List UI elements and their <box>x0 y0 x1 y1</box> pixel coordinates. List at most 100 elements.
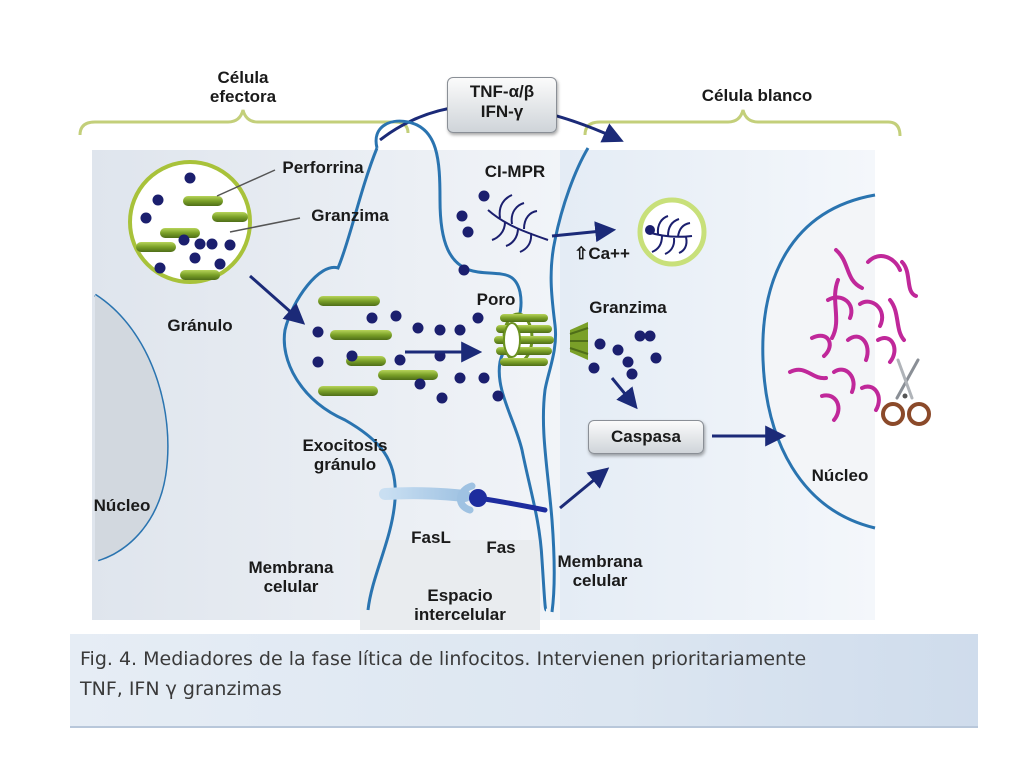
granzyme-dot <box>184 172 196 184</box>
granzyme-dot <box>394 354 406 366</box>
granzyme-dot <box>312 356 324 368</box>
endosome-vesicle <box>637 197 707 267</box>
granzyme-dot <box>390 310 402 322</box>
chromatin-fragment <box>820 393 841 422</box>
granzyme-dot <box>224 239 236 251</box>
chromatin-fragment <box>860 384 881 412</box>
membrane-right-line2: celular <box>572 571 628 590</box>
target-cell-label: Célula blanco <box>701 86 813 105</box>
nucleus-label-right: Núcleo <box>811 466 869 485</box>
granzyme-dot <box>312 326 324 338</box>
granzyme-dot <box>454 372 466 384</box>
chromatin-fragment <box>830 278 840 340</box>
membrane-right-line1: Membrana <box>557 552 643 571</box>
granule-label: Gránulo <box>167 316 233 335</box>
granzyme-dot <box>588 362 600 374</box>
granzyme-label-right: Granzima <box>589 298 667 317</box>
ci-mpr-dot <box>456 210 468 222</box>
granzyme-dot <box>206 238 218 250</box>
granzyme-dot <box>366 312 378 324</box>
scissors-icon <box>881 358 931 426</box>
ci-mpr-receptor <box>487 194 549 253</box>
perforin-rod <box>136 242 176 252</box>
ci-mpr-to-vesicle-arrow <box>551 221 617 243</box>
ci-mpr-dot <box>478 190 490 202</box>
granzyme-label-top: Granzima <box>311 206 389 225</box>
granule-exocytosis-arrow <box>249 274 306 325</box>
ci-mpr-dots <box>456 190 490 276</box>
target-nucleus <box>761 193 876 530</box>
granzyme-dot <box>414 378 426 390</box>
membrane-label-left: Membrana celular <box>236 558 346 596</box>
granzyme-dot <box>492 390 504 402</box>
fas-to-caspase-arrow <box>559 467 610 510</box>
perforin-leader-line <box>216 169 276 197</box>
perforin-rod <box>180 270 220 280</box>
granzyme-dot <box>612 344 624 356</box>
fasl-ligand <box>379 482 476 514</box>
granzyme-dot <box>194 238 206 250</box>
intercellular-line2: intercelular <box>414 605 506 624</box>
perforin-rod <box>378 370 438 380</box>
fragmented-chromatin <box>788 248 918 422</box>
granzyme-dot <box>154 262 166 274</box>
granzyme-dot <box>214 258 226 270</box>
granzyme-dot <box>189 252 201 264</box>
perforin-rod <box>318 386 378 396</box>
figure-caption: Fig. 4. Mediadores de la fase lítica de … <box>70 634 978 728</box>
effector-cell-bracket <box>78 109 410 136</box>
granzyme-dot <box>454 324 466 336</box>
endosome-receptor <box>647 215 693 255</box>
chromatin-fragment <box>900 260 918 298</box>
granzyme-dot <box>594 338 606 350</box>
granzyme-dot <box>412 322 424 334</box>
chromatin-fragment <box>876 336 897 364</box>
granzyme-dot <box>178 234 190 246</box>
perforin-rod <box>212 212 248 222</box>
chromatin-fragment <box>810 333 832 358</box>
membrane-left-line1: Membrana <box>248 558 334 577</box>
chromatin-fragment <box>846 334 870 362</box>
effector-cell-label-line1: Célula <box>217 68 269 87</box>
effector-nucleus-fill <box>95 295 168 560</box>
exocytosis-label-line1: Exocitosis <box>302 436 388 455</box>
granzyme-dot <box>346 350 358 362</box>
fas-receptor <box>469 489 548 513</box>
chromatin-fragment <box>866 254 902 272</box>
chromatin-fragment <box>826 295 854 320</box>
target-granzyme-dots <box>588 330 662 380</box>
chromatin-fragment <box>834 248 864 290</box>
ci-mpr-dot <box>458 264 470 276</box>
granzyme-dot <box>622 356 634 368</box>
granule-dots <box>140 172 236 274</box>
perforin-label: Perforrina <box>282 158 364 177</box>
intercellular-space-label: Espacio intercelular <box>400 586 520 624</box>
perforin-rod <box>330 330 392 340</box>
cytokine-line1: TNF-α/β <box>469 82 535 101</box>
target-cell-bracket <box>583 109 902 137</box>
perforin-rod <box>183 196 223 206</box>
granzyme-dot <box>650 352 662 364</box>
chromatin-fragment <box>788 367 828 381</box>
pore-label: Poro <box>476 290 516 309</box>
calcium-label: ⇧Ca++ <box>574 244 630 263</box>
granzyme-dot <box>626 368 638 380</box>
caspase-box: Caspasa <box>588 420 704 454</box>
nucleus-label-left: Núcleo <box>93 496 151 515</box>
endosome-dot <box>645 225 655 235</box>
granzyme-dot <box>644 330 656 342</box>
chromatin-fragment <box>888 298 906 342</box>
exocytosis-label-line2: gránulo <box>313 455 377 474</box>
granule-rods <box>136 196 248 280</box>
effector-cell-left-edge <box>282 147 397 611</box>
granzyme-dot <box>478 372 490 384</box>
effector-cell-membrane <box>374 119 548 612</box>
granzyme-to-caspase-arrow <box>610 377 638 410</box>
membrane-left-line2: celular <box>263 577 319 596</box>
intercellular-line1: Espacio <box>427 586 493 605</box>
caption-line2: TNF, IFN γ granzimas <box>80 678 282 700</box>
granzyme-leader-line <box>229 217 301 233</box>
granzyme-dot <box>140 212 152 224</box>
effector-cell-label-line2: efectora <box>209 87 277 106</box>
